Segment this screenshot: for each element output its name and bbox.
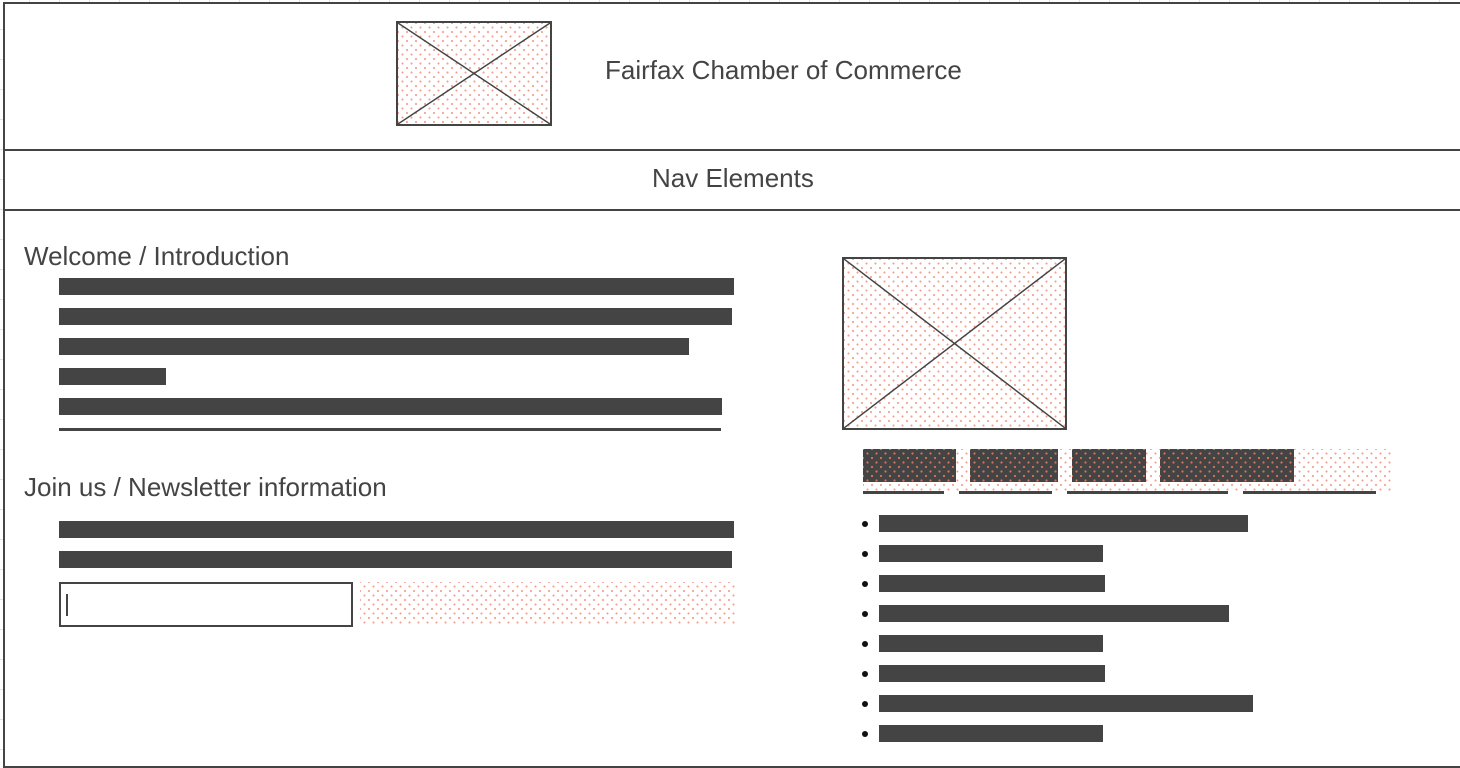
list-item-text — [879, 635, 1103, 652]
list-item-text — [879, 605, 1229, 622]
nav-elements-label: Nav Elements — [652, 163, 814, 193]
tab-underline — [1243, 491, 1376, 494]
text-cursor — [66, 594, 68, 616]
bullet-icon — [862, 581, 868, 587]
list-item-text — [879, 575, 1105, 592]
tab-underline — [863, 491, 944, 494]
bullet-icon — [862, 611, 868, 617]
nav-divider — [3, 209, 1460, 211]
bullet-icon — [862, 731, 868, 737]
welcome-section-rule — [59, 428, 721, 431]
list-item-text — [879, 665, 1105, 682]
bullet-icon — [862, 521, 868, 527]
newsletter-text-line — [59, 551, 732, 568]
canvas-grid-left — [0, 0, 3, 767]
site-title: Fairfax Chamber of Commerce — [605, 55, 962, 85]
tab-3[interactable] — [1072, 449, 1146, 482]
welcome-heading: Welcome / Introduction — [24, 241, 290, 271]
newsletter-email-input[interactable] — [59, 582, 353, 627]
logo-image-placeholder — [396, 21, 552, 126]
image-placeholder-icon — [844, 259, 1065, 428]
bullet-icon — [862, 671, 868, 677]
tab-4[interactable] — [1160, 449, 1294, 482]
welcome-text-line — [59, 308, 732, 325]
list-item-text — [879, 515, 1248, 532]
newsletter-submit-button[interactable] — [360, 582, 736, 624]
tab-1[interactable] — [863, 449, 956, 482]
list-item-text — [879, 695, 1253, 712]
welcome-text-line — [59, 398, 722, 415]
welcome-text-line — [59, 338, 689, 355]
welcome-text-line — [59, 278, 734, 295]
list-item-text — [879, 725, 1103, 742]
tab-underline — [959, 491, 1052, 494]
newsletter-heading: Join us / Newsletter information — [24, 472, 387, 502]
sidebar-image-placeholder — [842, 257, 1067, 430]
bullet-icon — [862, 701, 868, 707]
bullet-icon — [862, 551, 868, 557]
tab-underline — [1067, 491, 1228, 494]
list-item-text — [879, 545, 1103, 562]
bullet-icon — [862, 641, 868, 647]
image-placeholder-icon — [398, 23, 550, 124]
wireframe-page-frame — [3, 2, 1460, 768]
welcome-text-line — [59, 368, 166, 385]
header-divider — [3, 149, 1460, 151]
newsletter-text-line — [59, 521, 734, 538]
canvas-grid-top — [0, 0, 1460, 2]
tab-2[interactable] — [970, 449, 1058, 482]
